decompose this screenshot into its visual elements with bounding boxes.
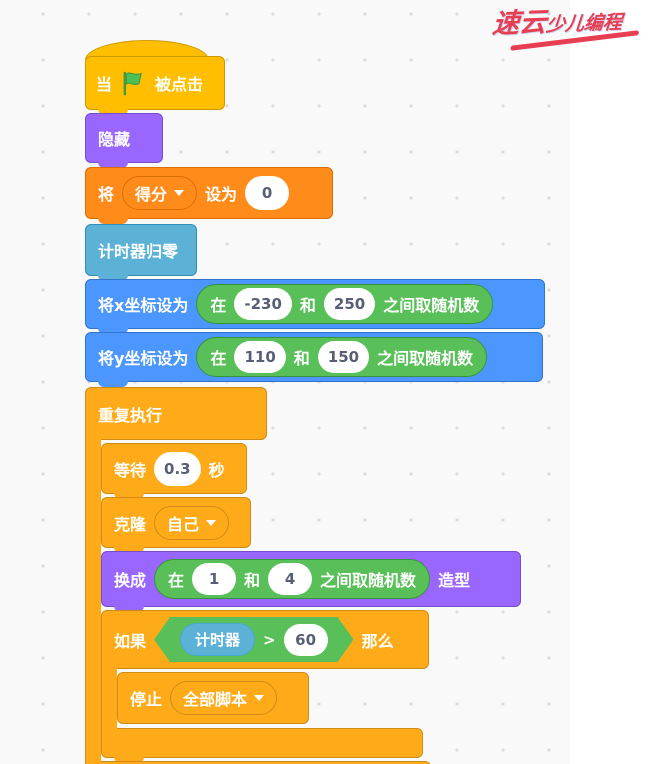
- stop-option-value: 全部脚本: [183, 690, 248, 709]
- block-tab: [114, 492, 144, 499]
- greater-than-operator[interactable]: 计时器 > 60: [154, 617, 354, 662]
- block-tab: [114, 756, 144, 763]
- random-a-label: 在: [210, 349, 227, 368]
- variable-dropdown-value: 得分: [135, 185, 168, 204]
- when-flag-prefix-label: 当: [96, 75, 113, 94]
- variable-dropdown[interactable]: 得分: [122, 176, 198, 210]
- random-to-text: 4: [284, 570, 296, 588]
- random-a-label: 在: [168, 571, 185, 590]
- random-to-input[interactable]: 4: [268, 563, 313, 595]
- random-to-input[interactable]: 250: [323, 288, 376, 320]
- set-x-label: 将x坐标设为: [98, 296, 189, 315]
- random-from-input[interactable]: -230: [234, 288, 292, 320]
- random-from-text: -230: [244, 295, 282, 313]
- block-set-x[interactable]: 将x坐标设为 在 -230 和 250 之间取随机数: [85, 279, 545, 334]
- if-suffix-label: 那么: [361, 631, 394, 651]
- timer-reporter-label: 计时器: [195, 631, 241, 649]
- block-tab: [98, 108, 128, 115]
- block-if-bottom[interactable]: [101, 728, 423, 763]
- forever-loop-wall: [85, 439, 101, 764]
- stop-option-dropdown[interactable]: 全部脚本: [170, 681, 278, 715]
- wait-suffix-label: 秒: [208, 460, 225, 480]
- forever-label: 重复执行: [98, 405, 163, 425]
- dropdown-arrow-icon: [254, 695, 265, 701]
- random-tail-label: 之间取随机数: [377, 349, 474, 368]
- block-tab: [114, 605, 144, 612]
- block-set-variable[interactable]: 将 得分 设为 0: [85, 167, 333, 224]
- watermark-text-secondary: 少儿编程: [545, 11, 624, 37]
- block-wait[interactable]: 等待 0.3 秒: [101, 443, 247, 499]
- hide-label: 隐藏: [98, 130, 131, 149]
- block-tab: [98, 327, 128, 334]
- if-prefix-label: 如果: [114, 631, 147, 651]
- watermark-logo: 速云少儿编程: [491, 5, 659, 51]
- variable-value-input[interactable]: 0: [245, 176, 290, 210]
- dropdown-arrow-icon: [174, 190, 185, 196]
- block-if-header[interactable]: 如果 计时器 > 60 那么: [101, 610, 429, 669]
- timer-reporter[interactable]: 计时器: [180, 623, 255, 656]
- block-set-y[interactable]: 将y坐标设为 在 110 和 150 之间取随机数: [85, 332, 543, 387]
- reset-timer-label: 计时器归零: [98, 242, 179, 261]
- random-tail-label: 之间取随机数: [320, 571, 417, 590]
- random-to-input[interactable]: 150: [317, 341, 370, 373]
- if-block-wall: [101, 668, 117, 729]
- block-tab: [98, 161, 128, 168]
- block-switch-costume[interactable]: 换成 在 1 和 4 之间取随机数 造型: [101, 551, 521, 612]
- block-reset-timer[interactable]: 计时器归零: [85, 224, 197, 281]
- random-from-input[interactable]: 1: [192, 563, 237, 595]
- comparison-value-input[interactable]: 60: [284, 624, 328, 656]
- random-b-label: 和: [244, 571, 261, 590]
- random-operator[interactable]: 在 -230 和 250 之间取随机数: [196, 284, 494, 324]
- block-tab: [114, 546, 144, 553]
- set-variable-mid-label: 设为: [205, 185, 238, 204]
- block-tab: [98, 217, 128, 224]
- block-when-flag-clicked[interactable]: 当 被点击: [85, 56, 225, 115]
- variable-value-text: 0: [261, 184, 273, 202]
- set-variable-prefix-label: 将: [98, 185, 115, 204]
- block-clone[interactable]: 克隆 自己: [101, 497, 251, 553]
- clone-target-dropdown[interactable]: 自己: [154, 505, 230, 540]
- dropdown-arrow-icon: [206, 519, 217, 526]
- random-from-input[interactable]: 110: [234, 341, 286, 373]
- operator-symbol: >: [263, 630, 276, 649]
- green-flag-icon: [123, 71, 142, 95]
- random-a-label: 在: [210, 296, 227, 315]
- watermark-text-primary: 速云: [491, 6, 548, 40]
- block-tab: [98, 274, 128, 281]
- random-tail-label: 之间取随机数: [383, 296, 480, 315]
- random-operator[interactable]: 在 1 和 4 之间取随机数: [154, 559, 431, 599]
- random-from-text: 110: [244, 348, 276, 366]
- random-b-label: 和: [293, 349, 310, 368]
- clone-target-value: 自己: [167, 514, 200, 534]
- block-forever-header[interactable]: 重复执行: [85, 387, 267, 440]
- wait-seconds-text: 0.3: [164, 459, 191, 478]
- block-stop[interactable]: 停止 全部脚本: [117, 672, 309, 724]
- stop-prefix-label: 停止: [130, 690, 163, 709]
- when-flag-suffix-label: 被点击: [155, 75, 204, 94]
- random-operator[interactable]: 在 110 和 150 之间取随机数: [196, 337, 488, 377]
- block-tab: [98, 380, 128, 387]
- random-to-text: 150: [327, 348, 360, 366]
- switch-costume-prefix-label: 换成: [114, 571, 147, 590]
- set-y-label: 将y坐标设为: [98, 349, 189, 368]
- wait-prefix-label: 等待: [114, 460, 147, 480]
- wait-seconds-input[interactable]: 0.3: [154, 451, 201, 486]
- comparison-value-text: 60: [295, 630, 317, 649]
- random-from-text: 1: [208, 570, 220, 588]
- block-hide[interactable]: 隐藏: [85, 113, 163, 168]
- random-to-text: 250: [333, 295, 366, 313]
- switch-costume-suffix-label: 造型: [438, 571, 471, 590]
- clone-prefix-label: 克隆: [114, 514, 147, 534]
- random-b-label: 和: [299, 296, 316, 315]
